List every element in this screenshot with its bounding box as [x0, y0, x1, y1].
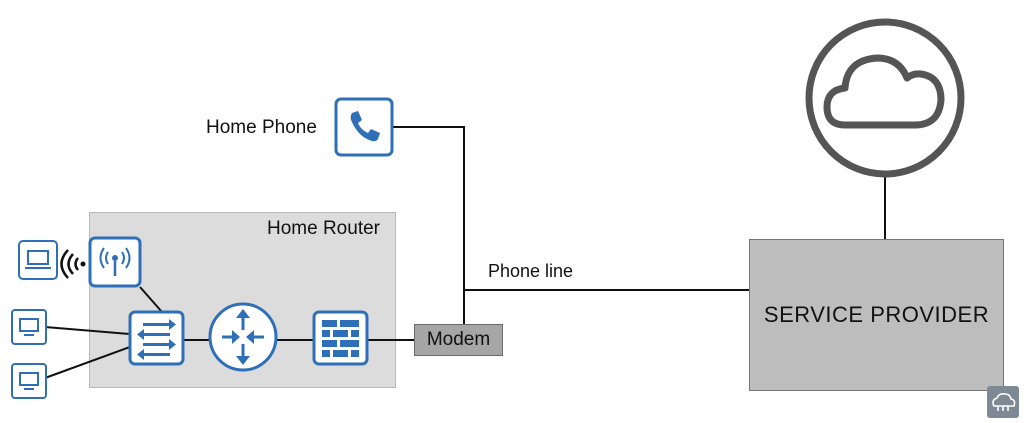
desktop-icon: [11, 363, 47, 399]
router-icon: [208, 302, 278, 372]
laptop-icon: [18, 240, 58, 280]
modem-label: Modem: [426, 329, 491, 350]
network-logo-icon: [992, 393, 1016, 411]
ap-switch-link: [139, 286, 163, 313]
desktop1-switch-link: [44, 326, 131, 335]
desktop-icon: [11, 309, 47, 345]
firewall-icon: [312, 310, 369, 366]
modem-box: Modem: [414, 324, 503, 356]
phone-icon: [334, 97, 394, 157]
home-phone-label: Home Phone: [206, 117, 317, 138]
switch-icon: [128, 310, 185, 366]
service-provider-box: SERVICE PROVIDER: [749, 239, 1004, 391]
phone-line-label: Phone line: [488, 261, 574, 281]
corner-logo: [987, 386, 1019, 418]
wireless-access-point-icon: [88, 236, 142, 288]
phone-link: [392, 126, 465, 340]
cloud-icon: [805, 18, 965, 178]
desktop2-switch-link: [44, 346, 131, 379]
home-router-label: Home Router: [267, 218, 380, 239]
connection-lines: [44, 126, 886, 379]
service-provider-label: SERVICE PROVIDER: [763, 302, 990, 327]
wifi-signal-icon: [60, 249, 86, 279]
